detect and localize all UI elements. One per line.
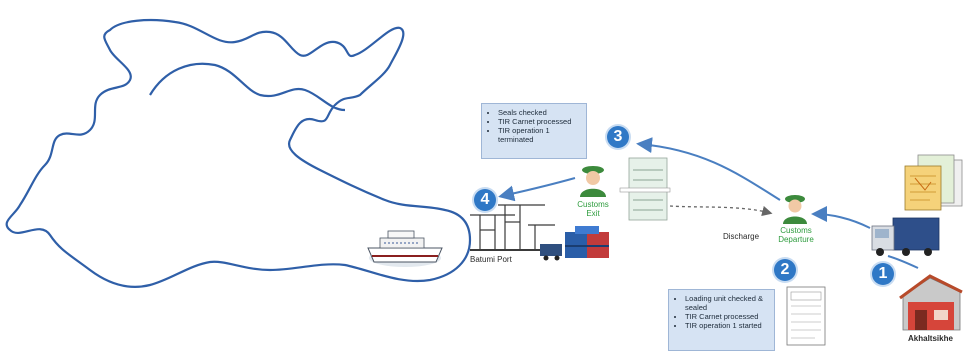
departure-checks-callout: Loading unit checked & sealed TIR Carnet… [668, 289, 775, 351]
ferry-icon [367, 230, 443, 267]
tir-document-icon [619, 157, 671, 221]
customs-officer-icon [580, 166, 606, 197]
customs-departure-label: Customs Departure [768, 226, 824, 244]
route-arrow [887, 255, 919, 269]
customs-departure-line2: Departure [778, 235, 814, 244]
truck-icon [871, 217, 940, 256]
tir-document-icon [786, 286, 826, 346]
callout-item: TIR operation 1 terminated [498, 126, 582, 144]
customs-officer-icon [783, 195, 807, 224]
step-badge-3: 3 [607, 126, 629, 148]
tir-document-icon [904, 154, 963, 211]
black-sea-coastline [5, 18, 472, 288]
port-crane-icon [470, 204, 560, 251]
discharge-arrow [669, 205, 773, 217]
exit-checks-callout: Seals checked TIR Carnet processed TIR o… [481, 103, 587, 159]
customs-departure-line1: Customs [780, 226, 812, 235]
step-badge-4: 4 [474, 189, 496, 211]
customs-exit-line1: Customs [577, 200, 609, 209]
step-badge-2: 2 [774, 259, 796, 281]
callout-item: TIR Carnet processed [685, 312, 770, 321]
route-arrow [811, 206, 871, 229]
customs-exit-line2: Exit [586, 209, 600, 218]
customs-exit-label: Customs Exit [568, 200, 618, 218]
discharge-label: Discharge [723, 232, 760, 241]
step-badge-1: 1 [872, 263, 894, 285]
callout-item: TIR Carnet processed [498, 117, 582, 126]
route-arrow [498, 177, 576, 202]
akhaltsikhe-label: Akhaltsikhe [908, 334, 953, 343]
route-arrow [636, 137, 781, 201]
callout-item: TIR operation 1 started [685, 321, 770, 330]
batumi-port-label: Batumi Port [470, 255, 512, 264]
callout-item: Loading unit checked & sealed [685, 294, 770, 312]
container-stack-icon [540, 226, 609, 261]
warehouse-icon [899, 274, 963, 331]
callout-item: Seals checked [498, 108, 582, 117]
